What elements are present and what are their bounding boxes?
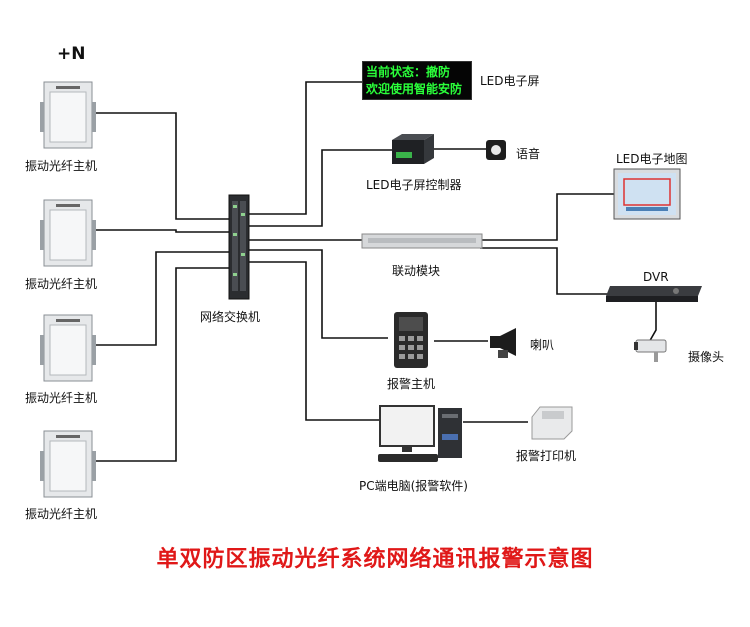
network-switch-device (228, 194, 250, 300)
dvr-label: DVR (643, 270, 669, 284)
led-screen-line2: 欢迎使用智能安防 (366, 82, 463, 96)
led-map-device (613, 168, 681, 220)
network-switch-label: 网络交换机 (200, 310, 261, 324)
fiber-host-label-3: 振动光纤主机 (25, 391, 98, 405)
alarm-host-label: 报警主机 (387, 377, 436, 391)
led-map-label: LED电子地图 (616, 152, 688, 166)
dvr-device (606, 286, 702, 302)
led-controller-device (392, 134, 434, 164)
pc-label: PC端电脑(报警软件) (359, 479, 468, 493)
led-screen-label: LED电子屏 (480, 74, 540, 88)
fiber-host-device-4 (40, 430, 96, 498)
led-screen-display: 当前状态：撤防 欢迎使用智能安防 (362, 61, 472, 100)
linkage-module-device (361, 233, 483, 249)
alarm-host-device (394, 312, 428, 368)
fiber-host-device-1 (40, 81, 96, 149)
pc-device (378, 405, 462, 462)
fiber-host-label-2: 振动光纤主机 (25, 277, 98, 291)
printer-device (531, 406, 573, 440)
fiber-host-label-1: 振动光纤主机 (25, 159, 98, 173)
diagram-title: 单双防区振动光纤系统网络通讯报警示意图 (156, 547, 594, 572)
voice-device (486, 140, 506, 160)
speaker-label: 喇叭 (530, 338, 555, 352)
led-controller-label: LED电子屏控制器 (366, 178, 462, 192)
led-screen-line1: 当前状态：撤防 (366, 65, 451, 79)
fiber-host-label-4: 振动光纤主机 (25, 507, 98, 521)
speaker-device (490, 328, 516, 358)
plus-n-label: +N (57, 44, 86, 64)
linkage-module-label: 联动模块 (392, 264, 441, 278)
fiber-host-device-2 (40, 199, 96, 267)
printer-label: 报警打印机 (516, 449, 577, 463)
voice-label: 语音 (516, 147, 541, 161)
fiber-host-device-3 (40, 314, 96, 382)
camera-label: 摄像头 (688, 350, 725, 364)
camera-device (634, 339, 667, 362)
